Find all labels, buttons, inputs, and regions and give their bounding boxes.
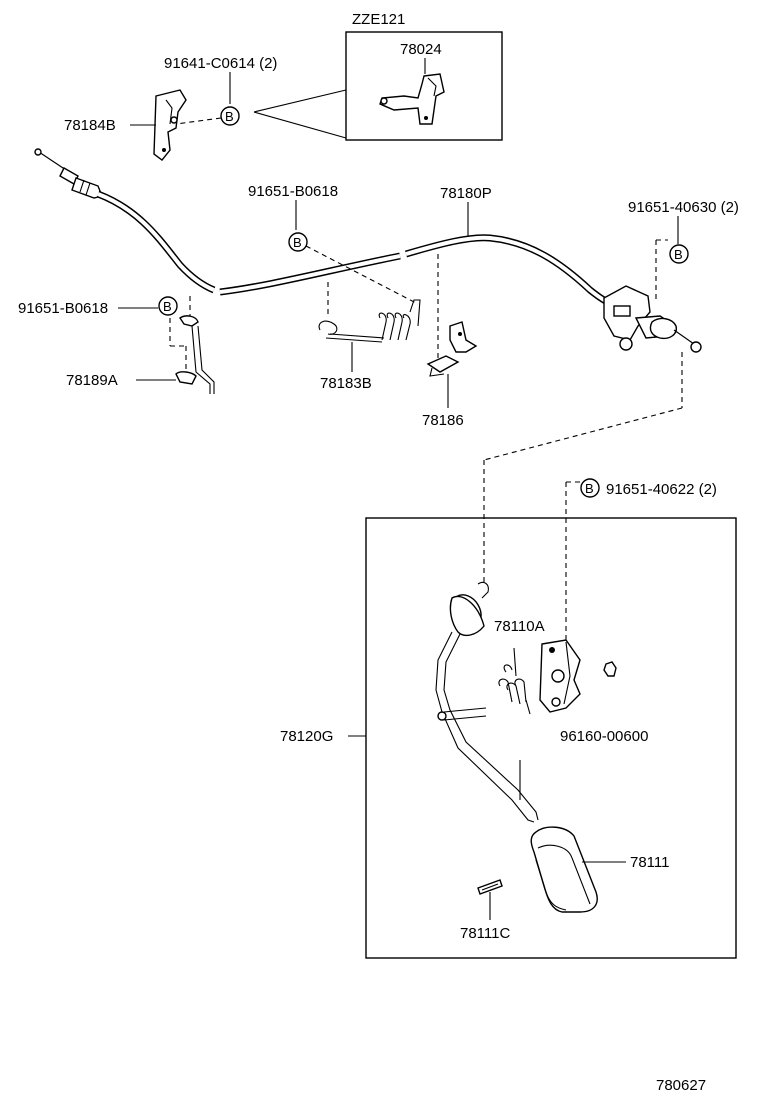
bracket-78184b — [153, 89, 187, 161]
label-91651-40622[interactable]: 91651-40622 (2) — [606, 481, 717, 498]
label-78120g[interactable]: 78120G — [280, 728, 333, 745]
label-78180p[interactable]: 78180P — [440, 185, 492, 202]
label-78183b[interactable]: 78183B — [320, 375, 372, 392]
label-91641-c0614[interactable]: 91641-C0614 (2) — [164, 55, 277, 72]
bolt-marker-left-letter: B — [163, 299, 172, 314]
bolt-marker-mid-letter: B — [293, 235, 302, 250]
pedal-spring — [498, 647, 531, 715]
inset-bracket-78024 — [379, 73, 445, 125]
pedal-pad-78111 — [530, 826, 598, 913]
diagram-number: 780627 — [656, 1077, 706, 1094]
label-78184b[interactable]: 78184B — [64, 117, 116, 134]
pedal-assembly-box — [365, 517, 737, 959]
inset-box — [345, 31, 503, 141]
bolt-marker-pedal-letter: B — [585, 481, 594, 496]
bolt-marker-mid[interactable]: B — [288, 232, 308, 252]
label-78110a[interactable]: 78110A — [494, 618, 545, 635]
bolt-marker-right-letter: B — [674, 247, 683, 262]
label-96160-00600[interactable]: 96160-00600 — [560, 728, 648, 745]
model-code-label: ZZE121 — [352, 11, 405, 28]
label-91651-b0618-mid[interactable]: 91651-B0618 — [248, 183, 338, 200]
nut-96160-00600 — [603, 661, 617, 677]
label-78024[interactable]: 78024 — [400, 41, 442, 58]
pedal-arm — [435, 581, 539, 823]
label-78189a[interactable]: 78189A — [66, 372, 118, 389]
clip-78186 — [426, 321, 478, 377]
bolt-marker-pedal[interactable]: B — [580, 478, 600, 498]
accelerator-cable — [34, 148, 702, 353]
label-78111c[interactable]: 78111C — [460, 925, 510, 942]
bolt-marker-top[interactable]: B — [220, 106, 240, 126]
bolt-marker-right[interactable]: B — [669, 244, 689, 264]
label-91651-b0618-left[interactable]: 91651-B0618 — [18, 300, 108, 317]
label-78111[interactable]: 78111 — [630, 854, 670, 871]
pedal-bracket-78110a — [539, 639, 581, 713]
label-91651-40630[interactable]: 91651-40630 (2) — [628, 199, 739, 216]
clamp-78189a — [175, 315, 215, 394]
bolt-marker-left[interactable]: B — [158, 296, 178, 316]
label-78186[interactable]: 78186 — [422, 412, 464, 429]
bolt-marker-top-letter: B — [225, 109, 234, 124]
spring-78183b — [318, 299, 421, 343]
pin-78111c — [477, 879, 503, 895]
